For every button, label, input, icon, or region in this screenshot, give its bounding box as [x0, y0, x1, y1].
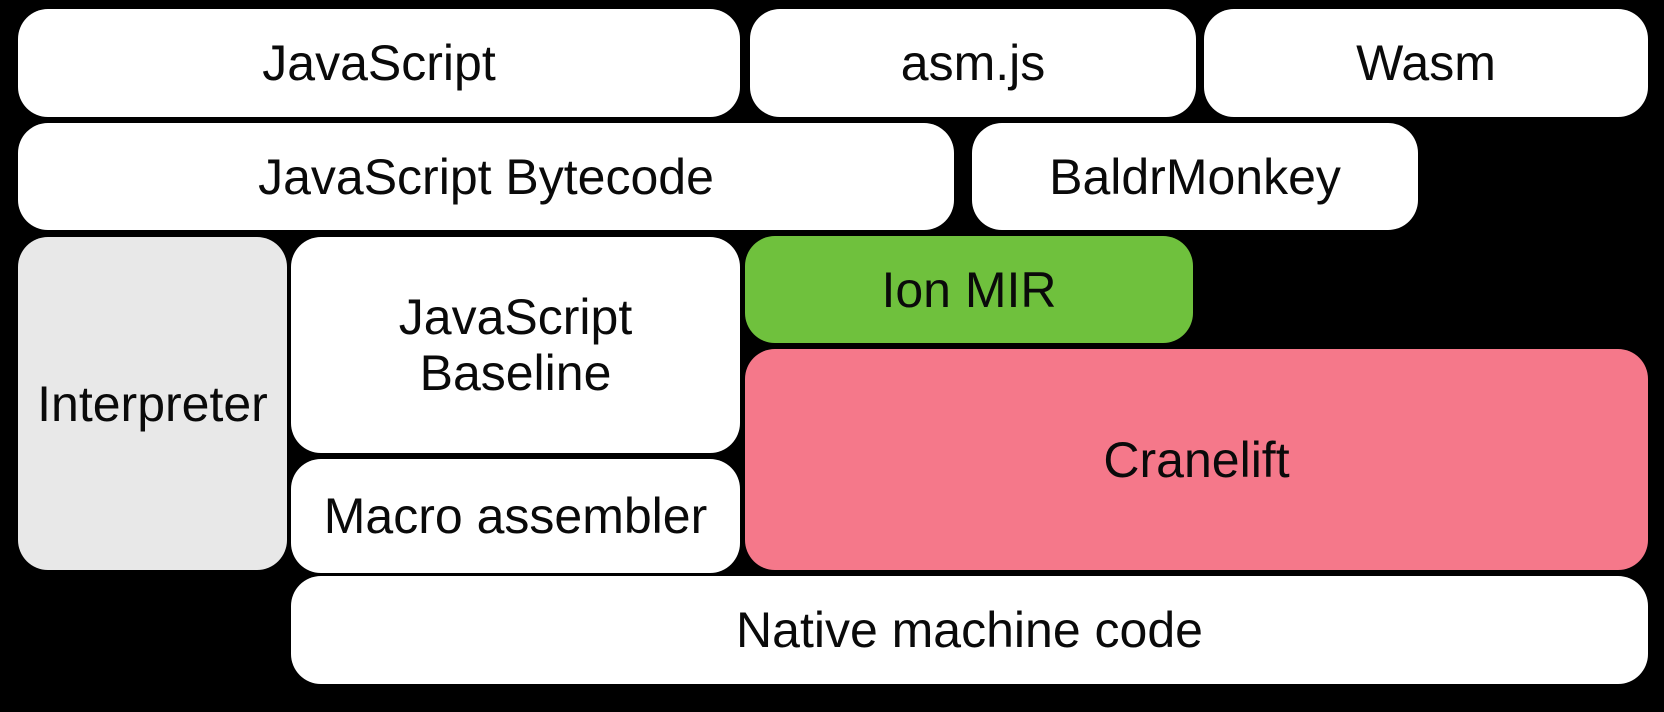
node-javascript: JavaScript — [18, 9, 740, 117]
node-ion-mir: Ion MIR — [745, 236, 1193, 343]
node-native-machine-code: Native machine code — [291, 576, 1648, 684]
node-native-machine-code-label: Native machine code — [736, 602, 1203, 658]
node-baldrmonkey-label: BaldrMonkey — [1049, 148, 1341, 205]
node-javascript-bytecode-label: JavaScript Bytecode — [258, 148, 714, 205]
node-wasm: Wasm — [1204, 9, 1648, 117]
node-interpreter: Interpreter — [18, 237, 287, 570]
node-macro-assembler-label: Macro assembler — [323, 488, 708, 544]
node-javascript-baseline-label-line2: Baseline — [419, 345, 612, 401]
node-asmjs: asm.js — [750, 9, 1196, 117]
node-wasm-label: Wasm — [1356, 35, 1496, 91]
node-javascript-bytecode: JavaScript Bytecode — [18, 123, 954, 230]
node-javascript-baseline: JavaScript Baseline — [291, 237, 740, 453]
node-cranelift: Cranelift — [745, 349, 1648, 570]
node-baldrmonkey: BaldrMonkey — [972, 123, 1418, 230]
node-ion-mir-label: Ion MIR — [881, 261, 1057, 318]
node-asmjs-label: asm.js — [900, 35, 1046, 91]
node-macro-assembler: Macro assembler — [291, 459, 740, 573]
node-javascript-label: JavaScript — [262, 35, 496, 91]
node-interpreter-label: Interpreter — [37, 375, 268, 432]
node-javascript-baseline-label-line1: JavaScript — [398, 289, 633, 345]
node-cranelift-label: Cranelift — [1103, 431, 1290, 488]
